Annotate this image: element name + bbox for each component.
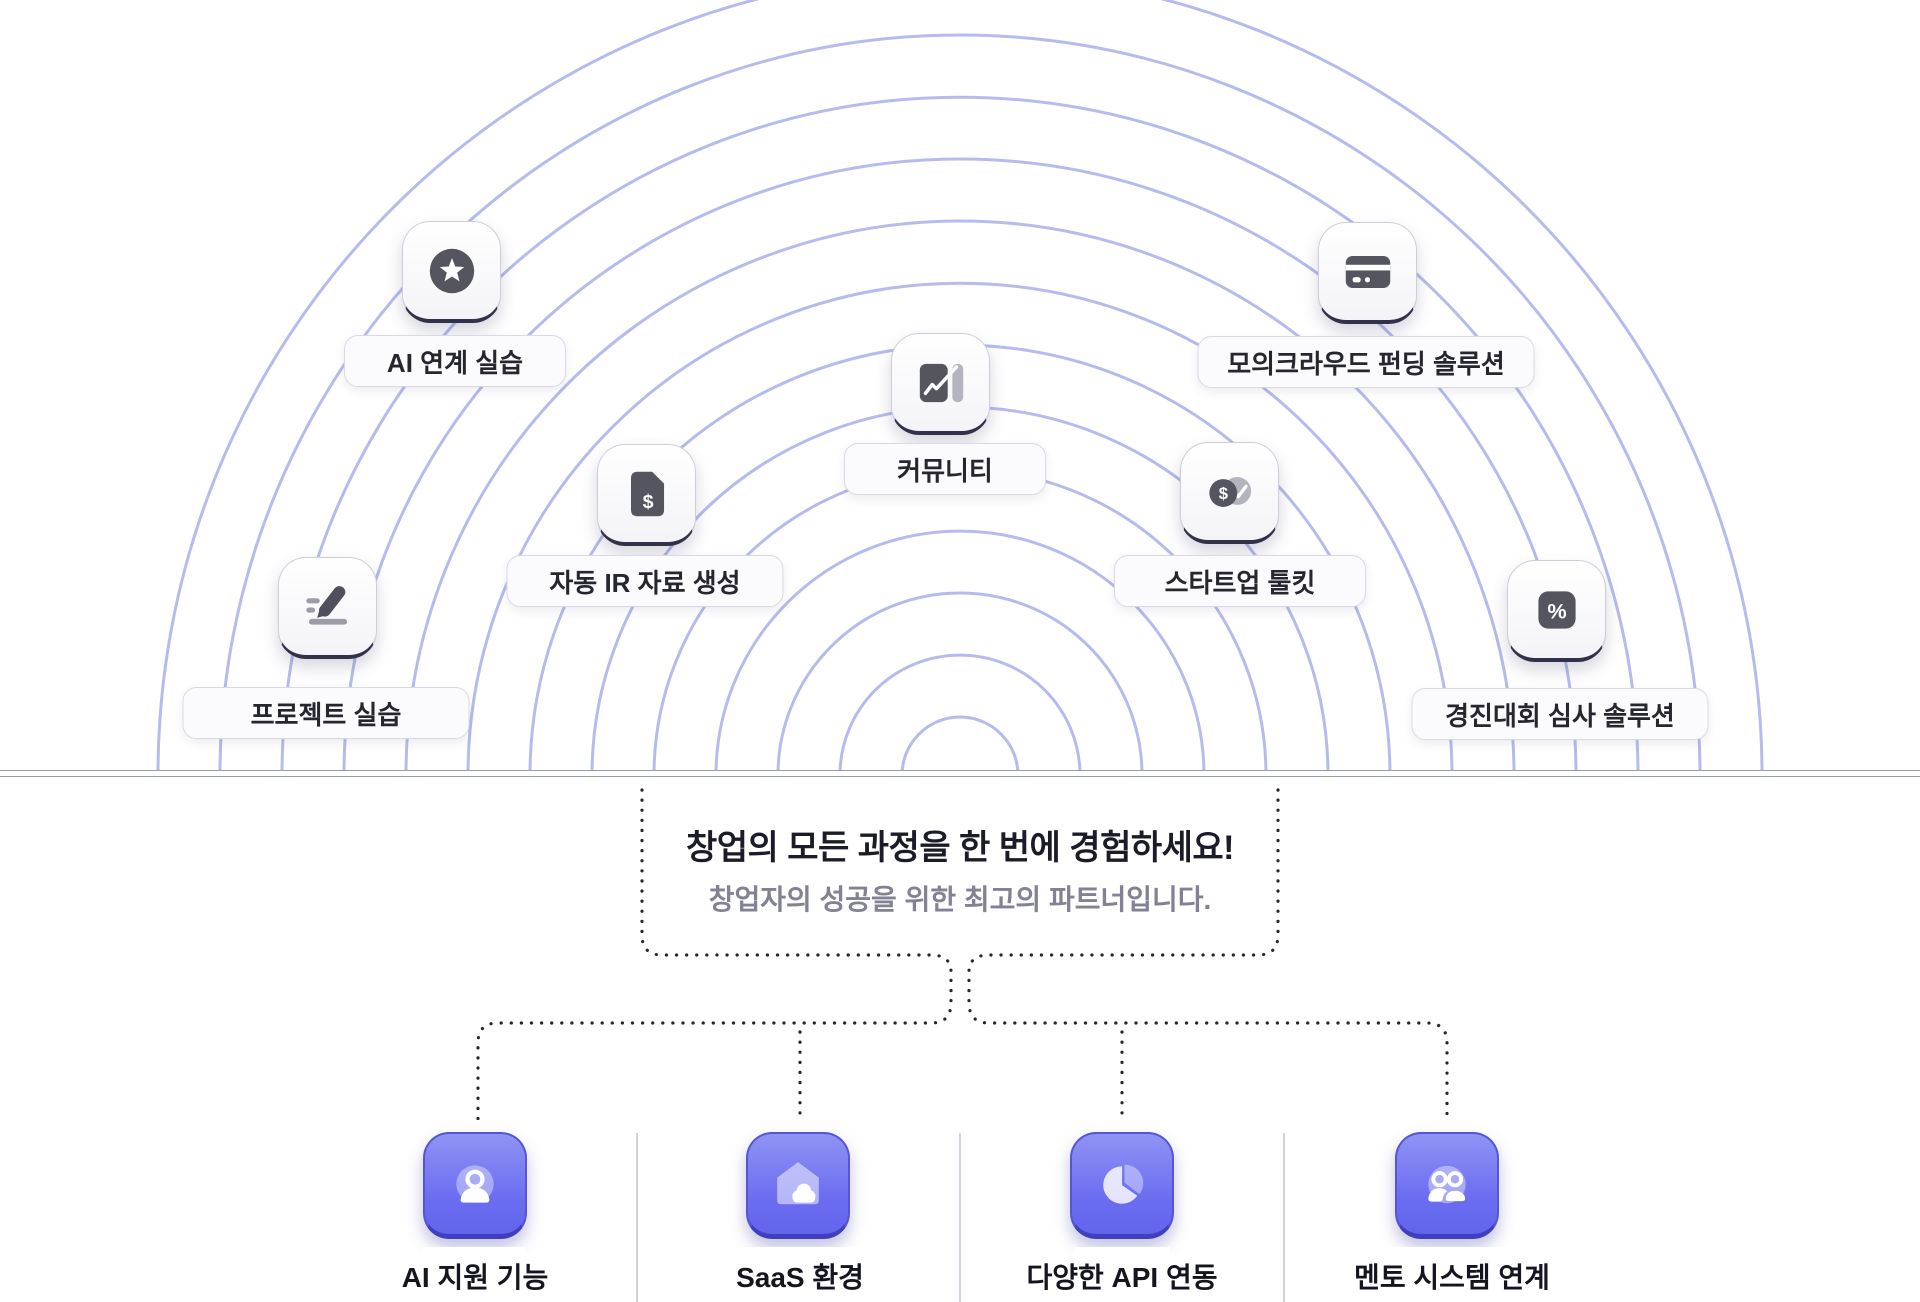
competition-label: 경진대회 심사 솔루션 — [1411, 688, 1709, 740]
ai-support-label: AI 지원 기능 — [401, 1262, 549, 1293]
saas-label: SaaS 환경 — [736, 1262, 864, 1293]
credit-card-icon — [1345, 255, 1390, 288]
ir-doc-tile: $ — [597, 444, 696, 546]
saas-tile — [746, 1132, 850, 1239]
ai-practice-label: AI 연계 실습 — [344, 335, 566, 387]
ai-support-label-box — [423, 1247, 525, 1302]
startup-toolkit-label: 스타트업 툴킷 — [1114, 555, 1366, 607]
horizon-line — [0, 770, 1920, 777]
pen-icon — [305, 585, 347, 625]
svg-text:%: % — [1547, 598, 1566, 623]
star-icon — [429, 248, 474, 293]
pie-chart-icon — [1103, 1164, 1144, 1204]
mentor-label: 멘토 시스템 연계 — [1354, 1262, 1550, 1293]
saas-label-box — [688, 1247, 919, 1302]
chart-icon — [919, 363, 963, 402]
column-separators — [636, 1133, 1285, 1302]
percent-icon: % — [1537, 590, 1576, 629]
document-dollar-icon: $ — [630, 471, 664, 516]
svg-text:$: $ — [642, 490, 653, 512]
mentor-label-box — [1328, 1247, 1576, 1302]
competition-tile: % — [1507, 560, 1606, 662]
crowdfunding-tile — [1318, 222, 1417, 324]
user-icon — [456, 1165, 494, 1203]
people-icon — [1428, 1165, 1466, 1204]
coins-check-icon: $ — [1208, 476, 1251, 507]
bubble-subtitle: 창업자의 성공을 위한 최고의 파트너입니다. — [708, 884, 1212, 915]
startup-toolkit-tile: $ — [1180, 442, 1279, 544]
project-practice-label: 프로젝트 실습 — [182, 687, 470, 739]
project-practice-tile — [278, 557, 377, 659]
svg-text:$: $ — [1218, 484, 1227, 503]
community-tile — [891, 333, 990, 435]
api-tile — [1070, 1132, 1174, 1239]
crowdfunding-label: 모의크라우드 펀딩 솔루션 — [1197, 336, 1535, 388]
mentor-tile — [1395, 1132, 1499, 1239]
bubble-title: 창업의 모든 과정을 한 번에 경험하세요! — [685, 829, 1235, 867]
api-label: 다양한 API 연동 — [1026, 1262, 1218, 1293]
ir-doc-label: 자동 IR 자료 생성 — [506, 555, 784, 607]
ai-support-tile — [423, 1132, 527, 1239]
api-label-box — [1074, 1247, 1170, 1302]
community-label: 커뮤니티 — [844, 443, 1046, 495]
ai-practice-tile — [402, 221, 501, 323]
home-cloud-icon — [777, 1162, 819, 1205]
